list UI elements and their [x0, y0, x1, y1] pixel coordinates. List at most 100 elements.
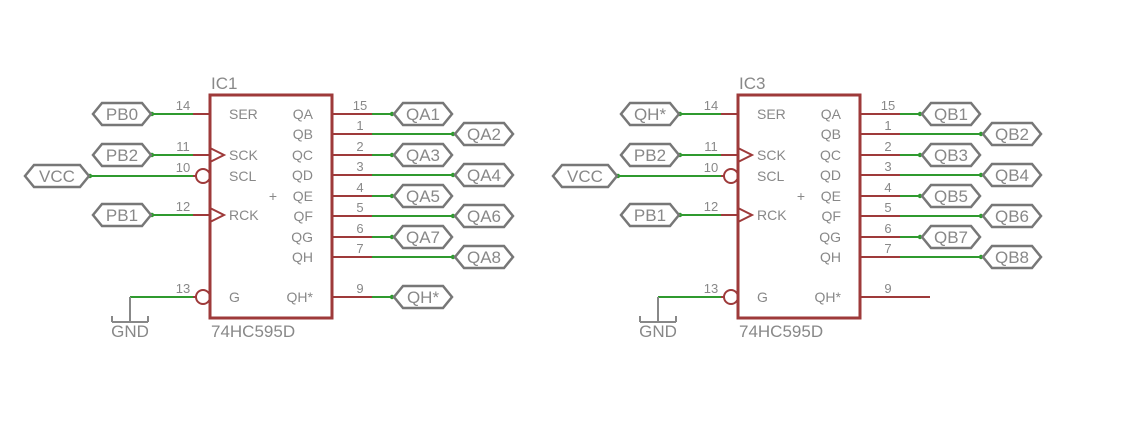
net-label-text: QB5 — [934, 187, 968, 206]
net-label-text: QB8 — [995, 248, 1029, 267]
net-flag-vcc[interactable]: VCC — [551, 163, 619, 189]
net-label-text: VCC — [567, 167, 603, 186]
pin-number: 10 — [704, 160, 718, 175]
net-flag-pb2[interactable]: PB2 — [91, 142, 153, 168]
pin-number: 6 — [356, 221, 363, 236]
net-flag-qb3[interactable]: QB3 — [920, 142, 982, 168]
net-flag-qa3[interactable]: QA3 — [392, 142, 454, 168]
net-flag-qb1[interactable]: QB1 — [920, 101, 982, 127]
net-flag-shape — [920, 101, 982, 127]
ic-ic1[interactable]: IC174HC595D+14SERPB011SCKPB210SCLVCC12RC… — [23, 74, 515, 341]
net-label-text: QA3 — [406, 146, 440, 165]
net-flag-qa5[interactable]: QA5 — [392, 183, 454, 209]
net-label-text: QA2 — [467, 125, 501, 144]
net-flag-pb1[interactable]: PB1 — [91, 202, 153, 228]
net-flag-qa2[interactable]: QA2 — [453, 121, 515, 147]
pin-number: 9 — [356, 281, 363, 296]
ground-symbol: GND — [111, 297, 149, 341]
pin-number: 7 — [356, 241, 363, 256]
net-label-text: QH* — [407, 288, 440, 307]
ground-symbol: GND — [639, 297, 677, 341]
net-flag-qb2[interactable]: QB2 — [981, 121, 1043, 147]
pin-number: 1 — [884, 118, 891, 133]
clock-marker — [209, 207, 227, 223]
net-label-text: PB1 — [634, 206, 666, 225]
net-flag-shape — [920, 142, 982, 168]
net-flag-qhn[interactable]: QH* — [619, 101, 681, 127]
pin-number: 15 — [353, 98, 367, 113]
net-flag-shape — [392, 101, 454, 127]
plus-marker: + — [269, 188, 277, 204]
net-flag-qa6[interactable]: QA6 — [453, 203, 515, 229]
net-flag-pb0[interactable]: PB0 — [91, 101, 153, 127]
net-flag-shape — [981, 203, 1043, 229]
inversion-bubble — [195, 289, 211, 305]
ground-label: GND — [111, 322, 149, 341]
net-flag-shape — [392, 284, 454, 310]
net-flag-shape — [453, 121, 515, 147]
net-flag-qb8[interactable]: QB8 — [981, 244, 1043, 270]
net-flag-qa1[interactable]: QA1 — [392, 101, 454, 127]
pin-qb: QB 1 QB2 — [821, 118, 1043, 147]
pin-name: SER — [229, 106, 258, 122]
net-flag-pb1[interactable]: PB1 — [619, 202, 681, 228]
ground-label: GND — [639, 322, 677, 341]
ic-body — [736, 93, 862, 320]
net-flag-qa4[interactable]: QA4 — [453, 162, 515, 188]
pin-number: 5 — [356, 200, 363, 215]
net-flag-qhn[interactable]: QH* — [392, 284, 454, 310]
pin-name: QD — [292, 167, 313, 183]
pin-name: QH* — [287, 289, 314, 305]
pin-number: 11 — [704, 139, 718, 154]
pin-number: 11 — [176, 139, 190, 154]
pin-name: RCK — [229, 207, 259, 223]
net-flag-qb5[interactable]: QB5 — [920, 183, 982, 209]
pin-name: QH* — [815, 289, 842, 305]
inversion-bubble — [195, 168, 211, 184]
net-label-text: QB3 — [934, 146, 968, 165]
clock-marker — [737, 147, 755, 163]
net-flag-pb2[interactable]: PB2 — [619, 142, 681, 168]
ic-part-number: 74HC595D — [739, 322, 823, 341]
net-label-text: QA5 — [406, 187, 440, 206]
pin-name: QA — [821, 106, 842, 122]
pin-name: QE — [821, 188, 841, 204]
pin-name: QB — [821, 126, 841, 142]
pin-name: RCK — [757, 207, 787, 223]
net-label-text: QB6 — [995, 207, 1029, 226]
clock-marker — [209, 147, 227, 163]
net-flag-vcc[interactable]: VCC — [23, 163, 91, 189]
net-label-text: QA6 — [467, 207, 501, 226]
ic-ic3[interactable]: IC374HC595D+14SERQH*11SCKPB210SCLVCC12RC… — [551, 74, 1043, 341]
net-flag-qb6[interactable]: QB6 — [981, 203, 1043, 229]
net-label-text: PB2 — [106, 146, 138, 165]
pin-number: 13 — [176, 281, 190, 296]
net-label-text: QB4 — [995, 166, 1029, 185]
net-flag-qb7[interactable]: QB7 — [920, 224, 982, 250]
inversion-bubble — [723, 168, 739, 184]
pin-name: SCL — [757, 168, 784, 184]
net-flag-qb4[interactable]: QB4 — [981, 162, 1043, 188]
net-flag-qa8[interactable]: QA8 — [453, 244, 515, 270]
pin-number: 6 — [884, 221, 891, 236]
net-flag-shape — [619, 101, 681, 127]
ic-reference: IC1 — [211, 74, 237, 93]
ic-part-number: 74HC595D — [211, 322, 295, 341]
net-flag-shape — [91, 202, 153, 228]
pin-number: 12 — [704, 199, 718, 214]
net-flag-shape — [91, 142, 153, 168]
pin-number: 9 — [884, 281, 891, 296]
pin-number: 4 — [356, 180, 363, 195]
net-flag-qa7[interactable]: QA7 — [392, 224, 454, 250]
pin-number: 14 — [704, 98, 718, 113]
net-flag-shape — [551, 163, 619, 189]
net-flag-shape — [23, 163, 91, 189]
net-flag-shape — [392, 183, 454, 209]
